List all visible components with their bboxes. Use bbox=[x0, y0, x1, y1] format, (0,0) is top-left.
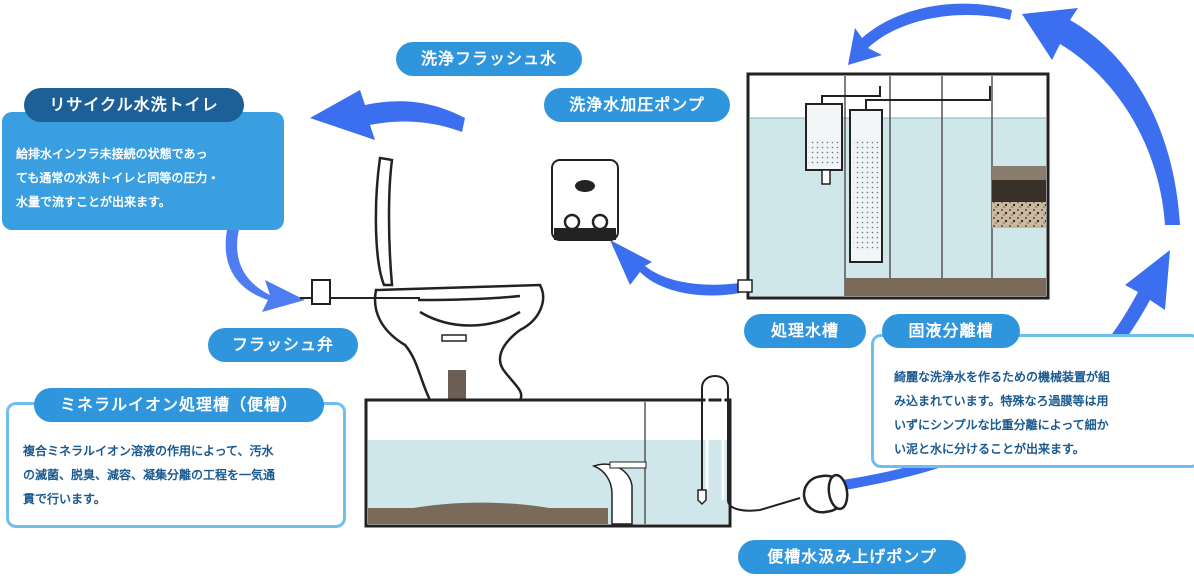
arrow-right-up bbox=[1022, 8, 1180, 225]
recycle-toilet-label: リサイクル水洗トイレ bbox=[24, 88, 244, 122]
toilet-icon bbox=[300, 156, 545, 402]
lift-pump-icon bbox=[802, 473, 849, 514]
arrow-to-flush-valve bbox=[225, 225, 305, 312]
arrow-top-return bbox=[848, 3, 1012, 65]
separation-tank bbox=[737, 72, 1050, 300]
separation-tank-label: 固液分離槽 bbox=[882, 314, 1020, 348]
treated-tank-label: 処理水槽 bbox=[744, 314, 866, 348]
flush-valve-label: フラッシュ弁 bbox=[208, 328, 358, 362]
mineral-desc-line-2: の滅菌、脱臭、減容、凝集分離の工程を一気通 bbox=[23, 468, 276, 482]
mineral-desc-line-3: 貫で行います。 bbox=[23, 492, 106, 506]
recycle-toilet-desc-line-3: 水量で流すことが出来ます。 bbox=[16, 195, 171, 209]
separation-desc-line-4: い泥と水に分けることが出来ます。 bbox=[894, 442, 1085, 456]
recycle-toilet-desc-line-2: ても通常の水洗トイレと同等の圧力・ bbox=[16, 171, 220, 185]
mineral-ion-tank bbox=[364, 375, 801, 528]
separation-desc-line-2: み込まれています。特殊なろ過膜等は用 bbox=[894, 394, 1109, 408]
separation-desc-line-3: いずにシンプルな比重分離によって細か bbox=[894, 418, 1109, 432]
arrow-flush-water bbox=[310, 90, 465, 140]
pressure-pump-label: 洗浄水加圧ポンプ bbox=[544, 88, 730, 122]
mineral-desc-line-1: 複合ミネラルイオン溶液の作用によって、汚水 bbox=[23, 444, 274, 458]
flush-water-label: 洗浄フラッシュ水 bbox=[396, 42, 582, 76]
separation-tank-description-box: 綺麗な洗浄水を作るための機械装置が組 み込まれています。特殊なろ過膜等は用 いず… bbox=[871, 334, 1194, 468]
recycle-toilet-description-box: 給排水インフラ未接続の状態であっ ても通常の水洗トイレと同等の圧力・ 水量で流す… bbox=[2, 112, 284, 230]
lift-pump-label: 便槽水汲み上げポンプ bbox=[738, 540, 966, 574]
recycle-toilet-desc-line-1: 給排水インフラ未接続の状態であっ bbox=[16, 147, 208, 161]
pressure-pump-icon bbox=[551, 159, 619, 241]
mineral-tank-label: ミネラルイオン処理槽（便槽） bbox=[34, 388, 324, 422]
separation-desc-line-1: 綺麗な洗浄水を作るための機械装置が組 bbox=[894, 370, 1111, 384]
arrow-to-pump bbox=[610, 240, 740, 296]
